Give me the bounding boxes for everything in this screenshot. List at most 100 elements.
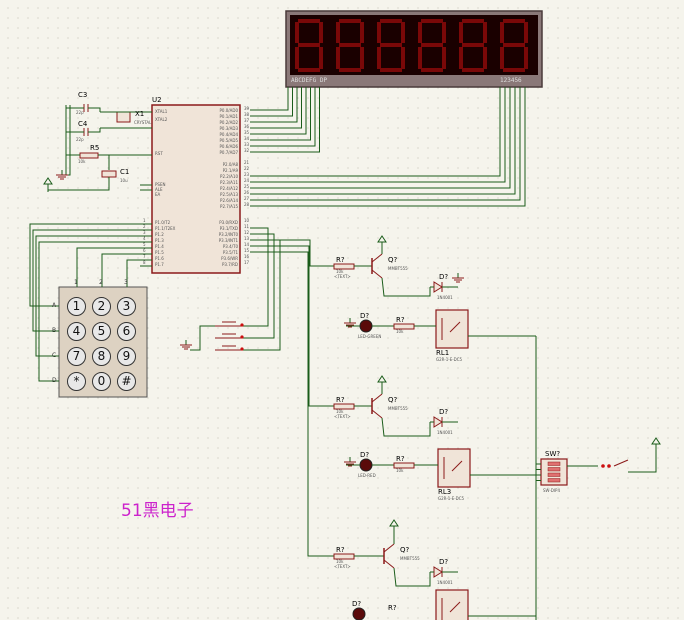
mcu-pin-label: XTAL2 (155, 117, 168, 122)
mcu-pin-label: P2.1/A9 (222, 168, 238, 173)
relay-body (435, 309, 469, 349)
keypad-key-*[interactable]: * (67, 372, 86, 391)
text-tag: <TEXT> (334, 274, 351, 279)
keypad-key-0[interactable]: 0 (92, 372, 111, 391)
transistor-model: MMBT555 (400, 556, 420, 561)
mcu-pin-label: 37 (244, 118, 250, 123)
wire-digit-4 (250, 87, 521, 201)
resistor-ref: R? (336, 256, 345, 264)
led-resistor-val: 10k (396, 329, 404, 334)
mcu-pin-label: P0.7/AD7 (219, 150, 238, 155)
mcu-pin-label: 8 (143, 260, 146, 265)
keypad-key-9[interactable]: 9 (117, 347, 136, 366)
wire-collector (381, 417, 431, 437)
mcu-pin-label: P3.0/RXD (219, 220, 238, 225)
segment (442, 47, 446, 69)
keypad-key-7[interactable]: 7 (67, 347, 86, 366)
switch-lever (613, 459, 629, 467)
mcu-pin-label: P0.5/AD5 (219, 138, 238, 143)
keypad-key-4[interactable]: 4 (67, 322, 86, 341)
relay-body (435, 589, 469, 620)
keypad-key-3[interactable]: 3 (117, 297, 136, 316)
brand-watermark: 51黑电子 (121, 501, 194, 521)
mcu-pin-label: P1.5 (155, 250, 164, 255)
crystal-model: CRYSTAL (134, 120, 152, 125)
mcu-pin-label: 27 (244, 196, 250, 201)
resistor-val: 10k (336, 409, 344, 414)
segment (377, 47, 381, 69)
transistor-emitter (383, 559, 395, 569)
segment (360, 22, 364, 43)
wire-switch-vcc (628, 452, 657, 473)
mcu-pin-label: P3.4/T0 (222, 244, 238, 249)
segment (503, 43, 525, 47)
mcu-pin-label: P1.6 (155, 256, 164, 261)
mcu-pin-label: P0.2/AD2 (219, 120, 238, 125)
mcu-rst-label: RST (155, 151, 163, 156)
power-arrow-icon (377, 375, 387, 383)
resistor-val: 10k (336, 269, 344, 274)
digit-3 (377, 19, 405, 72)
diode-model: 1N4001 (437, 580, 453, 585)
wire-p1-row (35, 235, 152, 357)
c1-ref: C1 (120, 168, 130, 176)
keypad-key-5[interactable]: 5 (92, 322, 111, 341)
display-digit-label: 123456 (500, 77, 522, 84)
mcu-pin-label: 2 (143, 224, 146, 229)
transistor-collector (371, 393, 383, 403)
mcu-pin-label: P0.4/AD4 (219, 132, 238, 137)
segment (380, 68, 402, 72)
segment (319, 47, 323, 69)
mcu-pin-label: 39 (244, 106, 250, 111)
diode-model: 1N4001 (437, 430, 453, 435)
wire-segment-3 (250, 87, 302, 129)
keypad-key-2[interactable]: 2 (92, 297, 111, 316)
wire-p1-row (29, 223, 152, 307)
mcu-pin-label: P3.5/T1 (222, 250, 238, 255)
transistor-ref: Q? (400, 546, 410, 554)
keypad-key-8[interactable]: 8 (92, 347, 111, 366)
keypad-col-label: 1 (74, 279, 78, 286)
mcu-pin-label: P3.2/INT0 (218, 232, 238, 237)
led-model: LED-RED (358, 473, 376, 478)
transistor-collector (383, 543, 395, 553)
wire-p1-col (126, 259, 152, 287)
mcu-ref: U2 (152, 96, 162, 104)
segment (298, 68, 320, 72)
wire-segment-1 (250, 87, 293, 117)
wire-base-0 (250, 239, 334, 267)
mcu-pin-label: 32 (244, 148, 250, 153)
keypad-key-1[interactable]: 1 (67, 297, 86, 316)
digit-5 (459, 19, 487, 72)
segment (421, 68, 443, 72)
resistor-val: 10k (336, 559, 344, 564)
wire-button (243, 227, 269, 327)
mcu-pin-label: P2.2/A10 (220, 174, 238, 179)
button-pin-icon (240, 335, 244, 339)
wire-button-gnd (190, 325, 215, 351)
segment (319, 22, 323, 43)
segment (380, 43, 402, 47)
display-body (290, 15, 538, 75)
led-ref: D? (360, 312, 370, 320)
transistor-collector (371, 253, 383, 263)
mcu-pin-label: 35 (244, 130, 250, 135)
diode-body (433, 281, 443, 293)
keypad-key-#[interactable]: # (117, 372, 136, 391)
segment (421, 43, 443, 47)
mcu-pin-label: 34 (244, 136, 250, 141)
led-resistor-val: 10k (396, 468, 404, 473)
wire-digit-2 (250, 87, 511, 189)
mcu-pin-label: 22 (244, 166, 250, 171)
segment (380, 19, 402, 23)
keypad-col-label: 3 (124, 279, 128, 286)
segment (500, 47, 504, 69)
relay-ref: RL3 (438, 488, 452, 496)
keypad-key-6[interactable]: 6 (117, 322, 136, 341)
c4-ref: C4 (78, 120, 88, 128)
mcu-pin-label: 38 (244, 112, 250, 117)
wire-digit-1 (250, 87, 506, 183)
diode-ref: D? (439, 558, 449, 566)
